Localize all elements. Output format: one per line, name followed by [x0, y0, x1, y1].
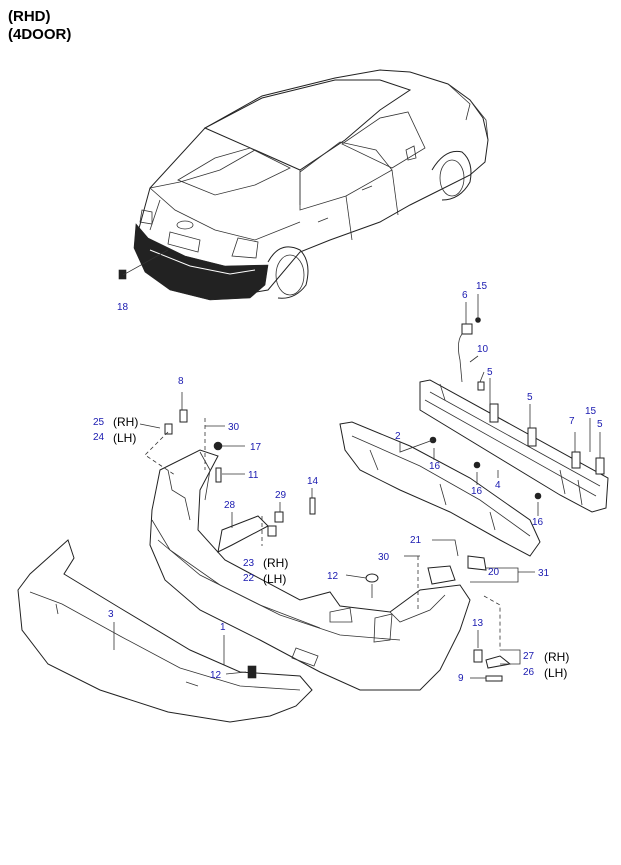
callout-11: 11: [248, 470, 259, 481]
callout-28: 28: [224, 500, 236, 511]
clip-8-icon: [179, 409, 188, 423]
callout-16: 16: [471, 486, 483, 497]
callout-12: 12: [327, 571, 339, 582]
callout-29: 29: [275, 490, 287, 501]
label-lh-26: (LH): [544, 666, 567, 680]
bumper-cover: [149, 449, 471, 691]
callout-26: 26: [523, 667, 535, 678]
label-rh-27: (RH): [544, 650, 569, 664]
callout-16: 16: [532, 517, 544, 528]
callout-7: 7: [569, 416, 575, 427]
bracket-21: [467, 555, 487, 571]
bumper-garnish-3: [17, 539, 313, 723]
energy-absorber: [339, 421, 541, 557]
callout-3: 3: [108, 609, 114, 620]
callout-31: 31: [538, 568, 550, 579]
header-4door: (4DOOR): [8, 26, 72, 43]
bolt-13-icon: [473, 649, 483, 663]
bolt-11-icon: [215, 467, 222, 483]
bracket-26-27: [485, 655, 512, 669]
label-lh-24: (LH): [113, 431, 136, 445]
bolt-9-icon: [485, 675, 503, 682]
callout-20: 20: [488, 567, 500, 578]
clip-12b-icon: [247, 665, 257, 679]
callout-5: 5: [487, 367, 493, 378]
callout-21: 21: [410, 535, 422, 546]
callout-30: 30: [378, 552, 390, 563]
callout-22: 22: [243, 573, 255, 584]
callout-23: 23: [243, 558, 255, 569]
label-rh-23: (RH): [263, 556, 288, 570]
callout-18: 18: [117, 302, 129, 313]
callout-8: 8: [178, 376, 184, 387]
callout-9: 9: [458, 673, 464, 684]
callout-16: 16: [429, 461, 441, 472]
callout-13: 13: [472, 618, 484, 629]
callout-30: 30: [228, 422, 240, 433]
clip-29-icon: [274, 511, 284, 523]
callout-1: 1: [220, 622, 226, 633]
bolt-14-icon: [309, 497, 316, 515]
callout-15: 15: [585, 406, 597, 417]
label-lh-22: (LH): [263, 572, 286, 586]
nut-17-icon: [213, 441, 223, 451]
nut-16-icon: [534, 492, 542, 500]
label-rh-25: (RH): [113, 415, 138, 429]
clip-18-icon: [118, 269, 127, 280]
nut-16-icon: [473, 461, 481, 469]
callout-5: 5: [597, 419, 603, 430]
wire-10: [458, 333, 463, 383]
callout-6: 6: [462, 290, 468, 301]
reflector-20: [427, 565, 456, 585]
callout-10: 10: [477, 344, 489, 355]
callout-27: 27: [523, 651, 535, 662]
callout-4: 4: [495, 480, 501, 491]
callout-24: 24: [93, 432, 105, 443]
leader-lines: [113, 294, 601, 679]
bracket-28: [217, 515, 269, 553]
clip-24-25-icon: [164, 423, 173, 435]
callout-15: 15: [476, 281, 488, 292]
clip-12-icon: [365, 573, 379, 583]
clip-22-23-icon: [267, 525, 277, 537]
callout-25: 25: [93, 417, 105, 428]
header-rhd: (RHD): [8, 8, 51, 25]
callout-14: 14: [307, 476, 319, 487]
callout-5: 5: [527, 392, 533, 403]
beam-brackets: [477, 381, 605, 475]
bumper-beam: [419, 379, 609, 513]
car-illustration: [133, 69, 489, 301]
callout-12: 12: [210, 670, 222, 681]
callout-2: 2: [395, 431, 401, 442]
callout-17: 17: [250, 442, 262, 453]
